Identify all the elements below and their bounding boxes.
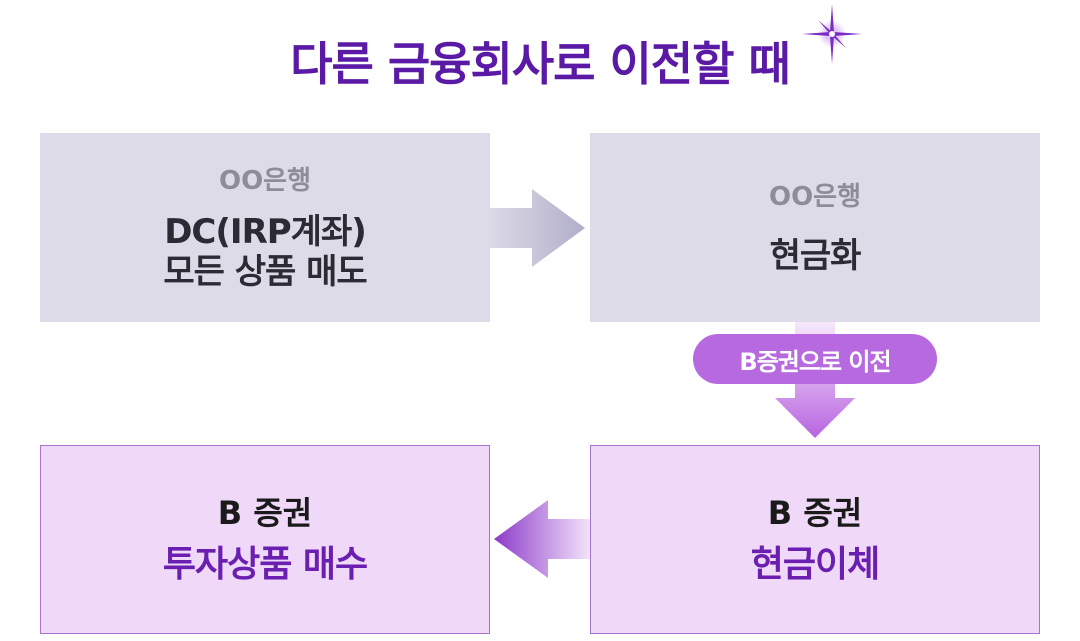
sparkle-icon <box>802 4 862 64</box>
step-buy-investment-box: B 증권 투자상품 매수 <box>40 445 490 634</box>
step-cash-transfer-box: B 증권 현금이체 <box>590 445 1040 634</box>
transfer-badge: B증권으로 이전 <box>693 334 937 384</box>
sell-all-products-label: 모든 상품 매도 <box>163 251 367 292</box>
buy-investment-label: 투자상품 매수 <box>162 543 368 585</box>
broker-label: B 증권 <box>217 493 313 532</box>
arrow-right-icon <box>490 189 585 267</box>
arrow-left-icon <box>494 500 590 578</box>
step-cash-out-box: OO은행 현금화 <box>590 133 1040 322</box>
account-type-label: DC(IRP계좌) <box>164 211 367 252</box>
cash-transfer-label: 현금이체 <box>750 543 880 585</box>
bank-label: OO은행 <box>768 181 862 212</box>
step-sell-products-box: OO은행 DC(IRP계좌) 모든 상품 매도 <box>40 133 490 322</box>
broker-label: B 증권 <box>767 493 863 532</box>
cash-out-label: 현금화 <box>769 235 862 276</box>
bank-label: OO은행 <box>218 165 312 196</box>
page-title: 다른 금융회사로 이전할 때 <box>290 37 791 91</box>
